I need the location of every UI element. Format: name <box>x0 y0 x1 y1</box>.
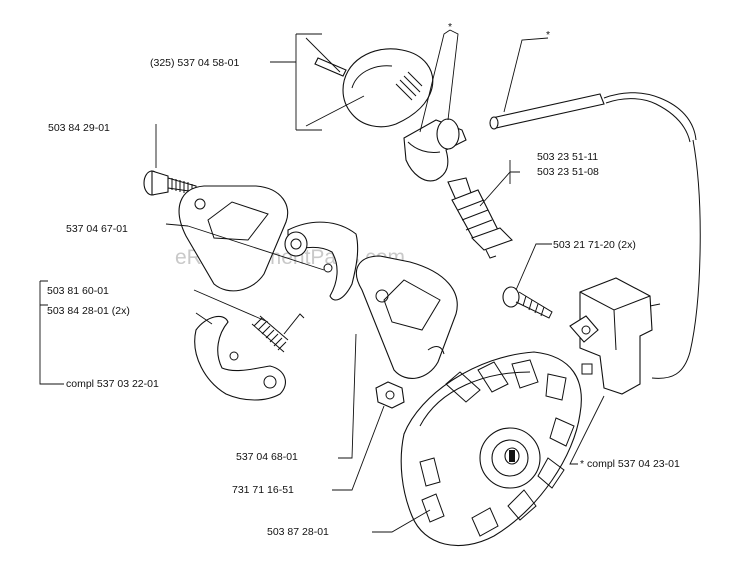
ignition-wire <box>651 139 701 379</box>
label-ignition-module: * compl 537 04 23-01 <box>580 458 680 470</box>
label-module-screw: 503 21 71-20 (2x) <box>553 239 636 251</box>
label-plate-right: 537 04 68-01 <box>236 451 298 463</box>
leader-lines <box>39 29 605 533</box>
nut-part <box>375 381 405 409</box>
label-cap-cover: (325) 537 04 58-01 <box>150 57 239 69</box>
label-hose-star: * <box>546 29 550 41</box>
spring-part <box>251 313 305 353</box>
label-flywheel: 503 87 28-01 <box>267 526 329 538</box>
plate-right-part <box>356 255 458 379</box>
label-spring: 503 81 60-01 <box>47 285 109 297</box>
clutch-shoe-upper-part <box>284 221 359 301</box>
cap-cover-part <box>342 48 434 128</box>
label-pawl: 503 84 28-01 (2x) <box>47 305 130 317</box>
plug-boot-part <box>403 118 467 182</box>
label-plug-boot-star: * <box>448 21 452 33</box>
label-spark-plug-1: 503 23 51-11 <box>537 151 598 163</box>
ignition-module-part <box>569 277 661 395</box>
label-nut: 731 71 16-51 <box>232 484 294 496</box>
label-clutch-kit: compl 537 03 22-01 <box>66 378 159 390</box>
spark-plug-part <box>447 177 514 259</box>
label-spark-plug-2: 503 23 51-08 <box>537 166 599 178</box>
pin-part <box>314 57 347 77</box>
label-plate-left: 537 04 67-01 <box>66 223 128 235</box>
plate-left-part <box>178 185 289 292</box>
clutch-shoe-lower-part <box>194 315 286 401</box>
module-screw-part <box>502 286 553 319</box>
stud-screw-part <box>143 170 197 196</box>
label-stud-screw: 503 84 29-01 <box>48 122 110 134</box>
flywheel-part <box>400 351 582 547</box>
hose-part <box>489 92 697 143</box>
